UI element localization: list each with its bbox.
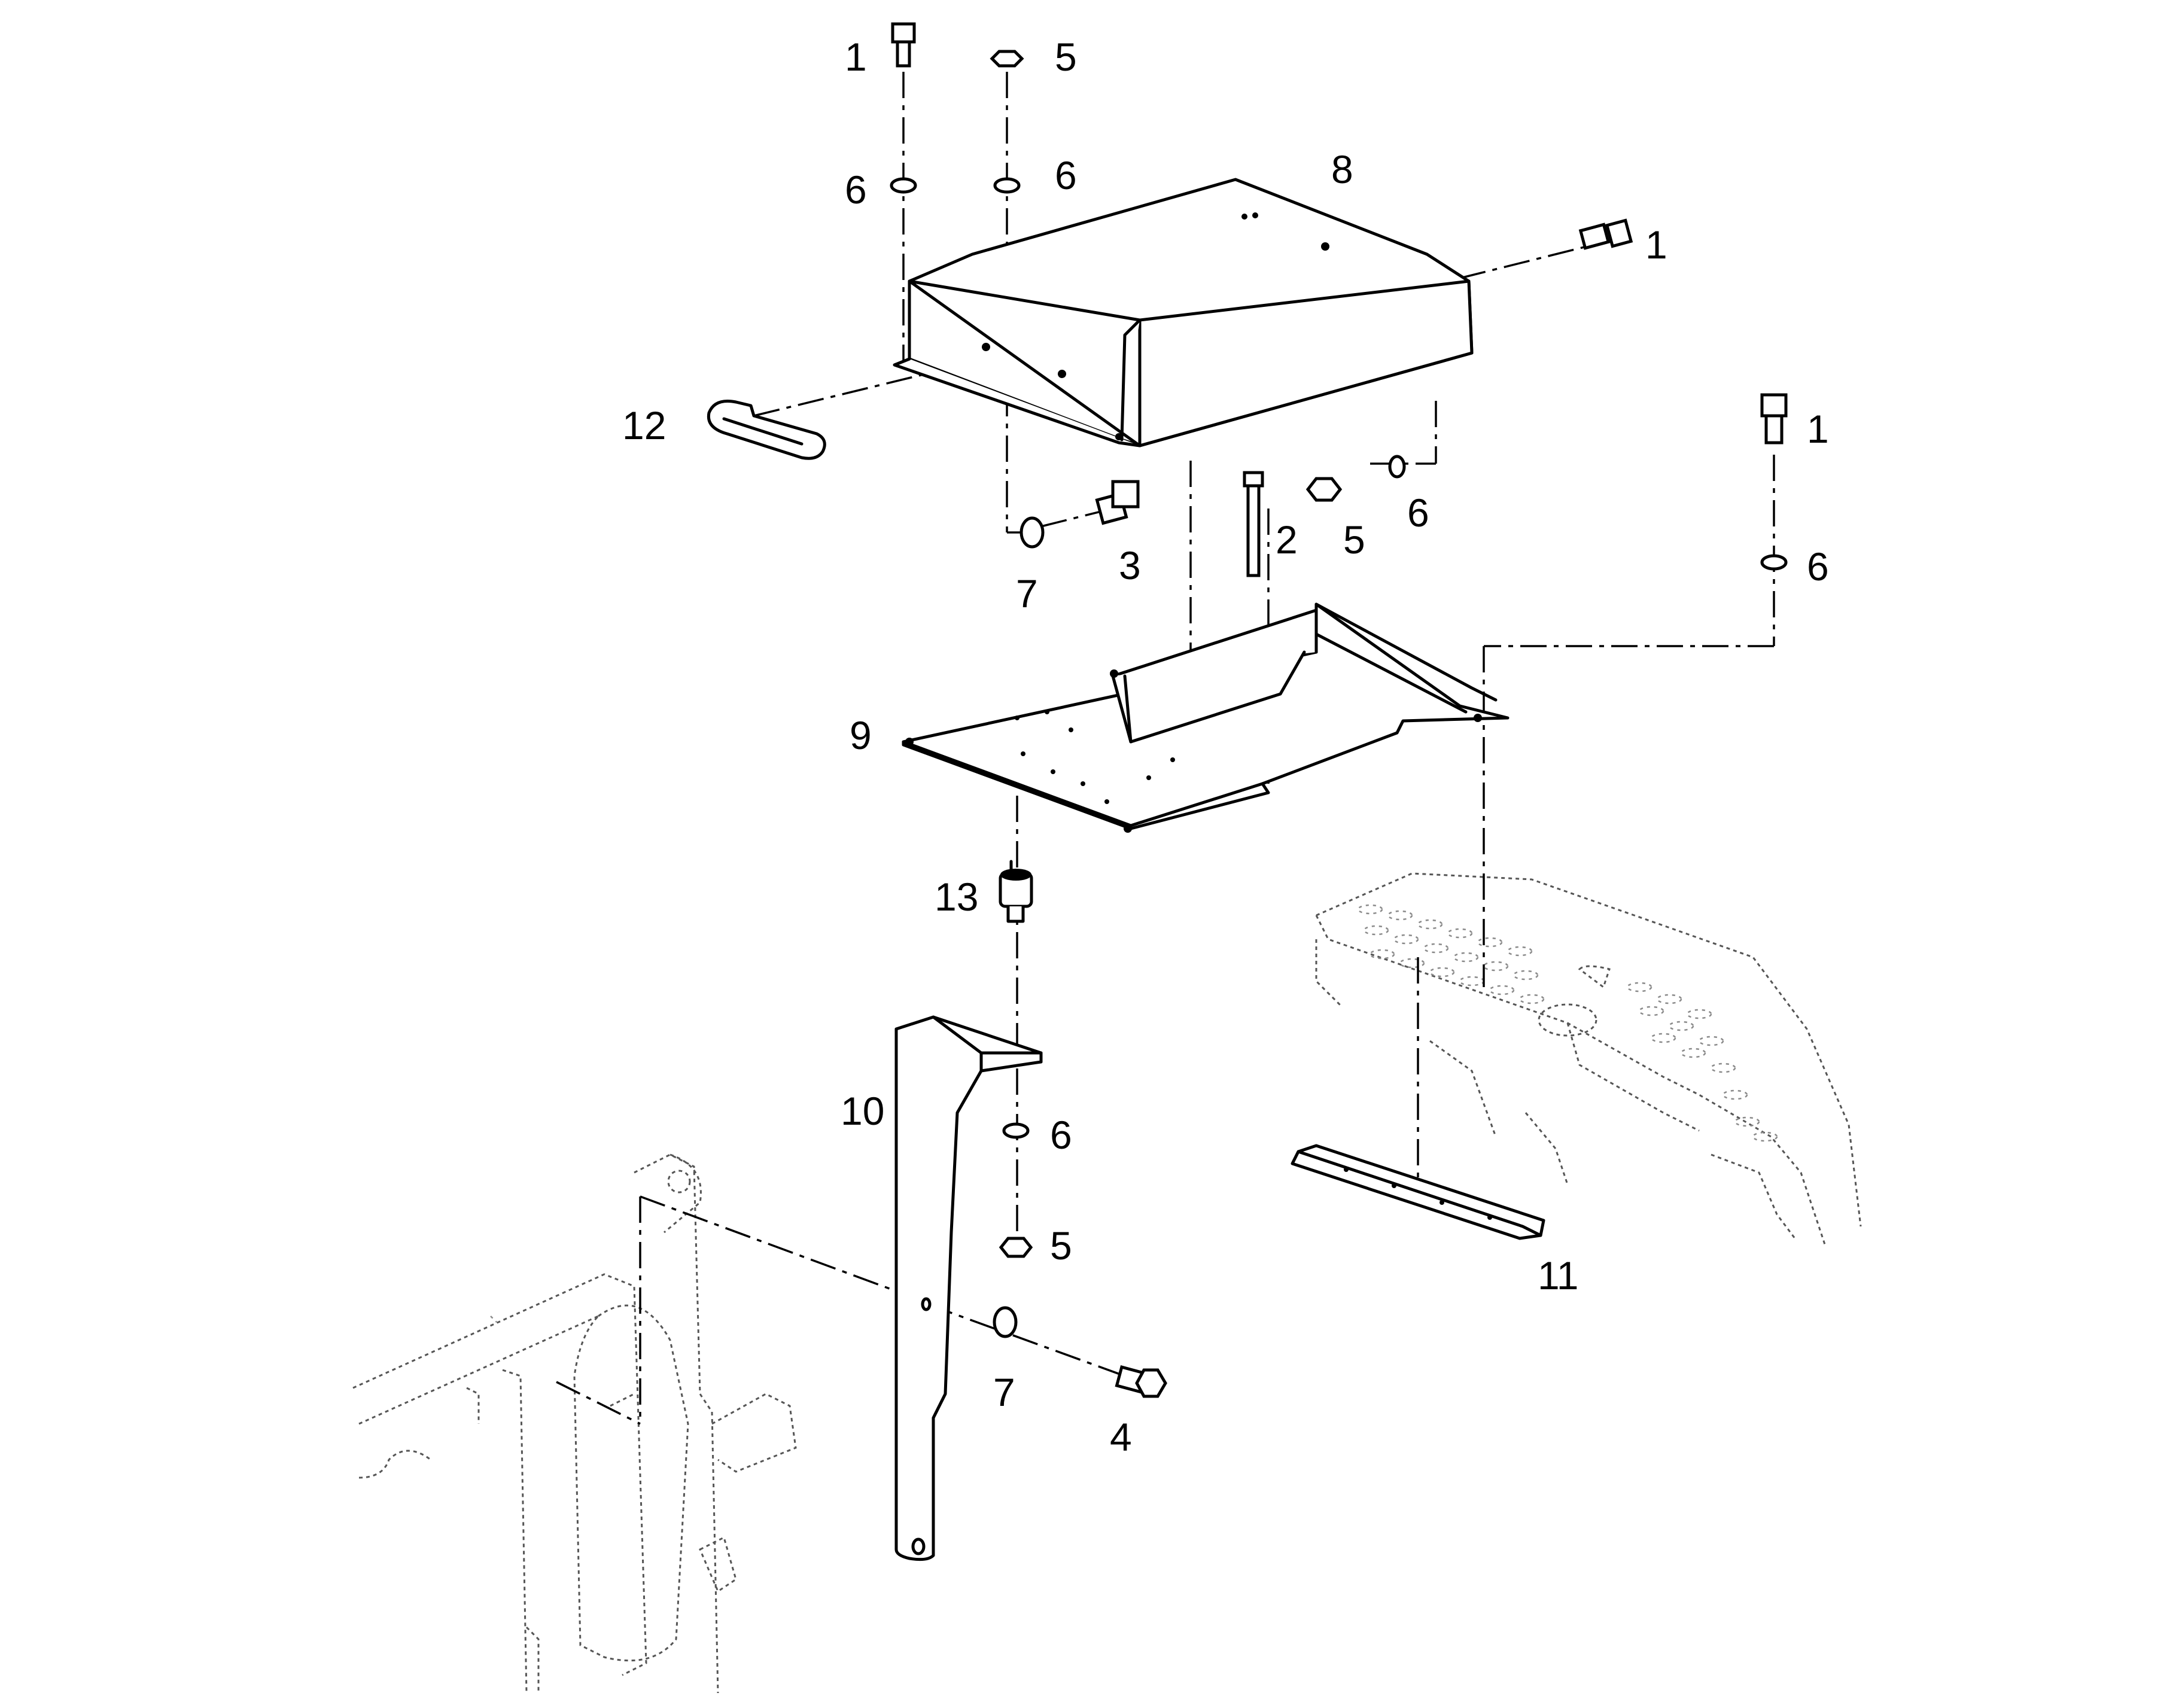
callout-5: 5	[1343, 517, 1365, 562]
callout-11: 11	[1538, 1253, 1579, 1298]
bolt-part-1-right	[1578, 218, 1633, 250]
callout-labels: 1 5 6 6 8 1 12 1 2 5 6 6 3 7 9 13 10 6 5…	[622, 35, 1829, 1459]
callout-5: 5	[1055, 35, 1077, 79]
hardware-bolts	[891, 22, 1788, 1398]
callout-9: 9	[850, 713, 872, 757]
washer-part-6-c	[1388, 455, 1406, 479]
callout-10: 10	[841, 1089, 884, 1133]
callout-4: 4	[1110, 1415, 1132, 1459]
bolt-part-4	[1115, 1365, 1167, 1398]
bolt-part-2	[1243, 471, 1264, 577]
washer-part-6-a	[890, 177, 917, 194]
base-plate-part-9	[902, 602, 1510, 833]
washer-part-7-a	[1019, 516, 1045, 549]
rubber-mount-part-13	[999, 860, 1033, 923]
callout-1: 1	[1807, 407, 1829, 451]
callout-6: 6	[1055, 153, 1077, 197]
washer-part-6-b	[993, 177, 1021, 194]
callout-8: 8	[1331, 147, 1353, 191]
callout-1: 1	[845, 35, 867, 79]
callout-12: 12	[622, 403, 666, 447]
bolt-part-1-top-left	[891, 22, 916, 68]
vehicle-frame-ghost	[352, 1153, 797, 1694]
bolt-part-3	[1095, 480, 1140, 525]
callout-13: 13	[935, 875, 978, 919]
washer-part-7-b	[993, 1306, 1018, 1338]
nut-part-5-top	[990, 50, 1024, 68]
hardware-nuts	[990, 50, 1343, 1258]
nut-part-5-middle	[1305, 477, 1343, 502]
callout-6: 6	[845, 168, 867, 212]
handle-part-12	[707, 400, 826, 460]
callout-1: 1	[1645, 223, 1667, 267]
callout-2: 2	[1276, 517, 1298, 562]
callout-6: 6	[1407, 491, 1429, 535]
hood-grille-ghost	[1315, 872, 1862, 1245]
bracket-part-10	[894, 1015, 1043, 1561]
callout-6: 6	[1050, 1113, 1072, 1157]
callout-5: 5	[1050, 1223, 1072, 1268]
callout-6: 6	[1807, 544, 1829, 589]
cover-box-part-8	[893, 178, 1474, 447]
bolt-part-1-far-right	[1760, 393, 1788, 444]
callout-7: 7	[1016, 571, 1038, 616]
nut-part-5-lower	[999, 1237, 1033, 1258]
washer-part-6-e	[1002, 1122, 1030, 1139]
washer-part-6-d	[1760, 554, 1788, 571]
rail-part-11	[1291, 1144, 1545, 1240]
hardware-washers	[890, 177, 1788, 1338]
callout-3: 3	[1119, 543, 1141, 587]
callout-7: 7	[993, 1370, 1015, 1414]
